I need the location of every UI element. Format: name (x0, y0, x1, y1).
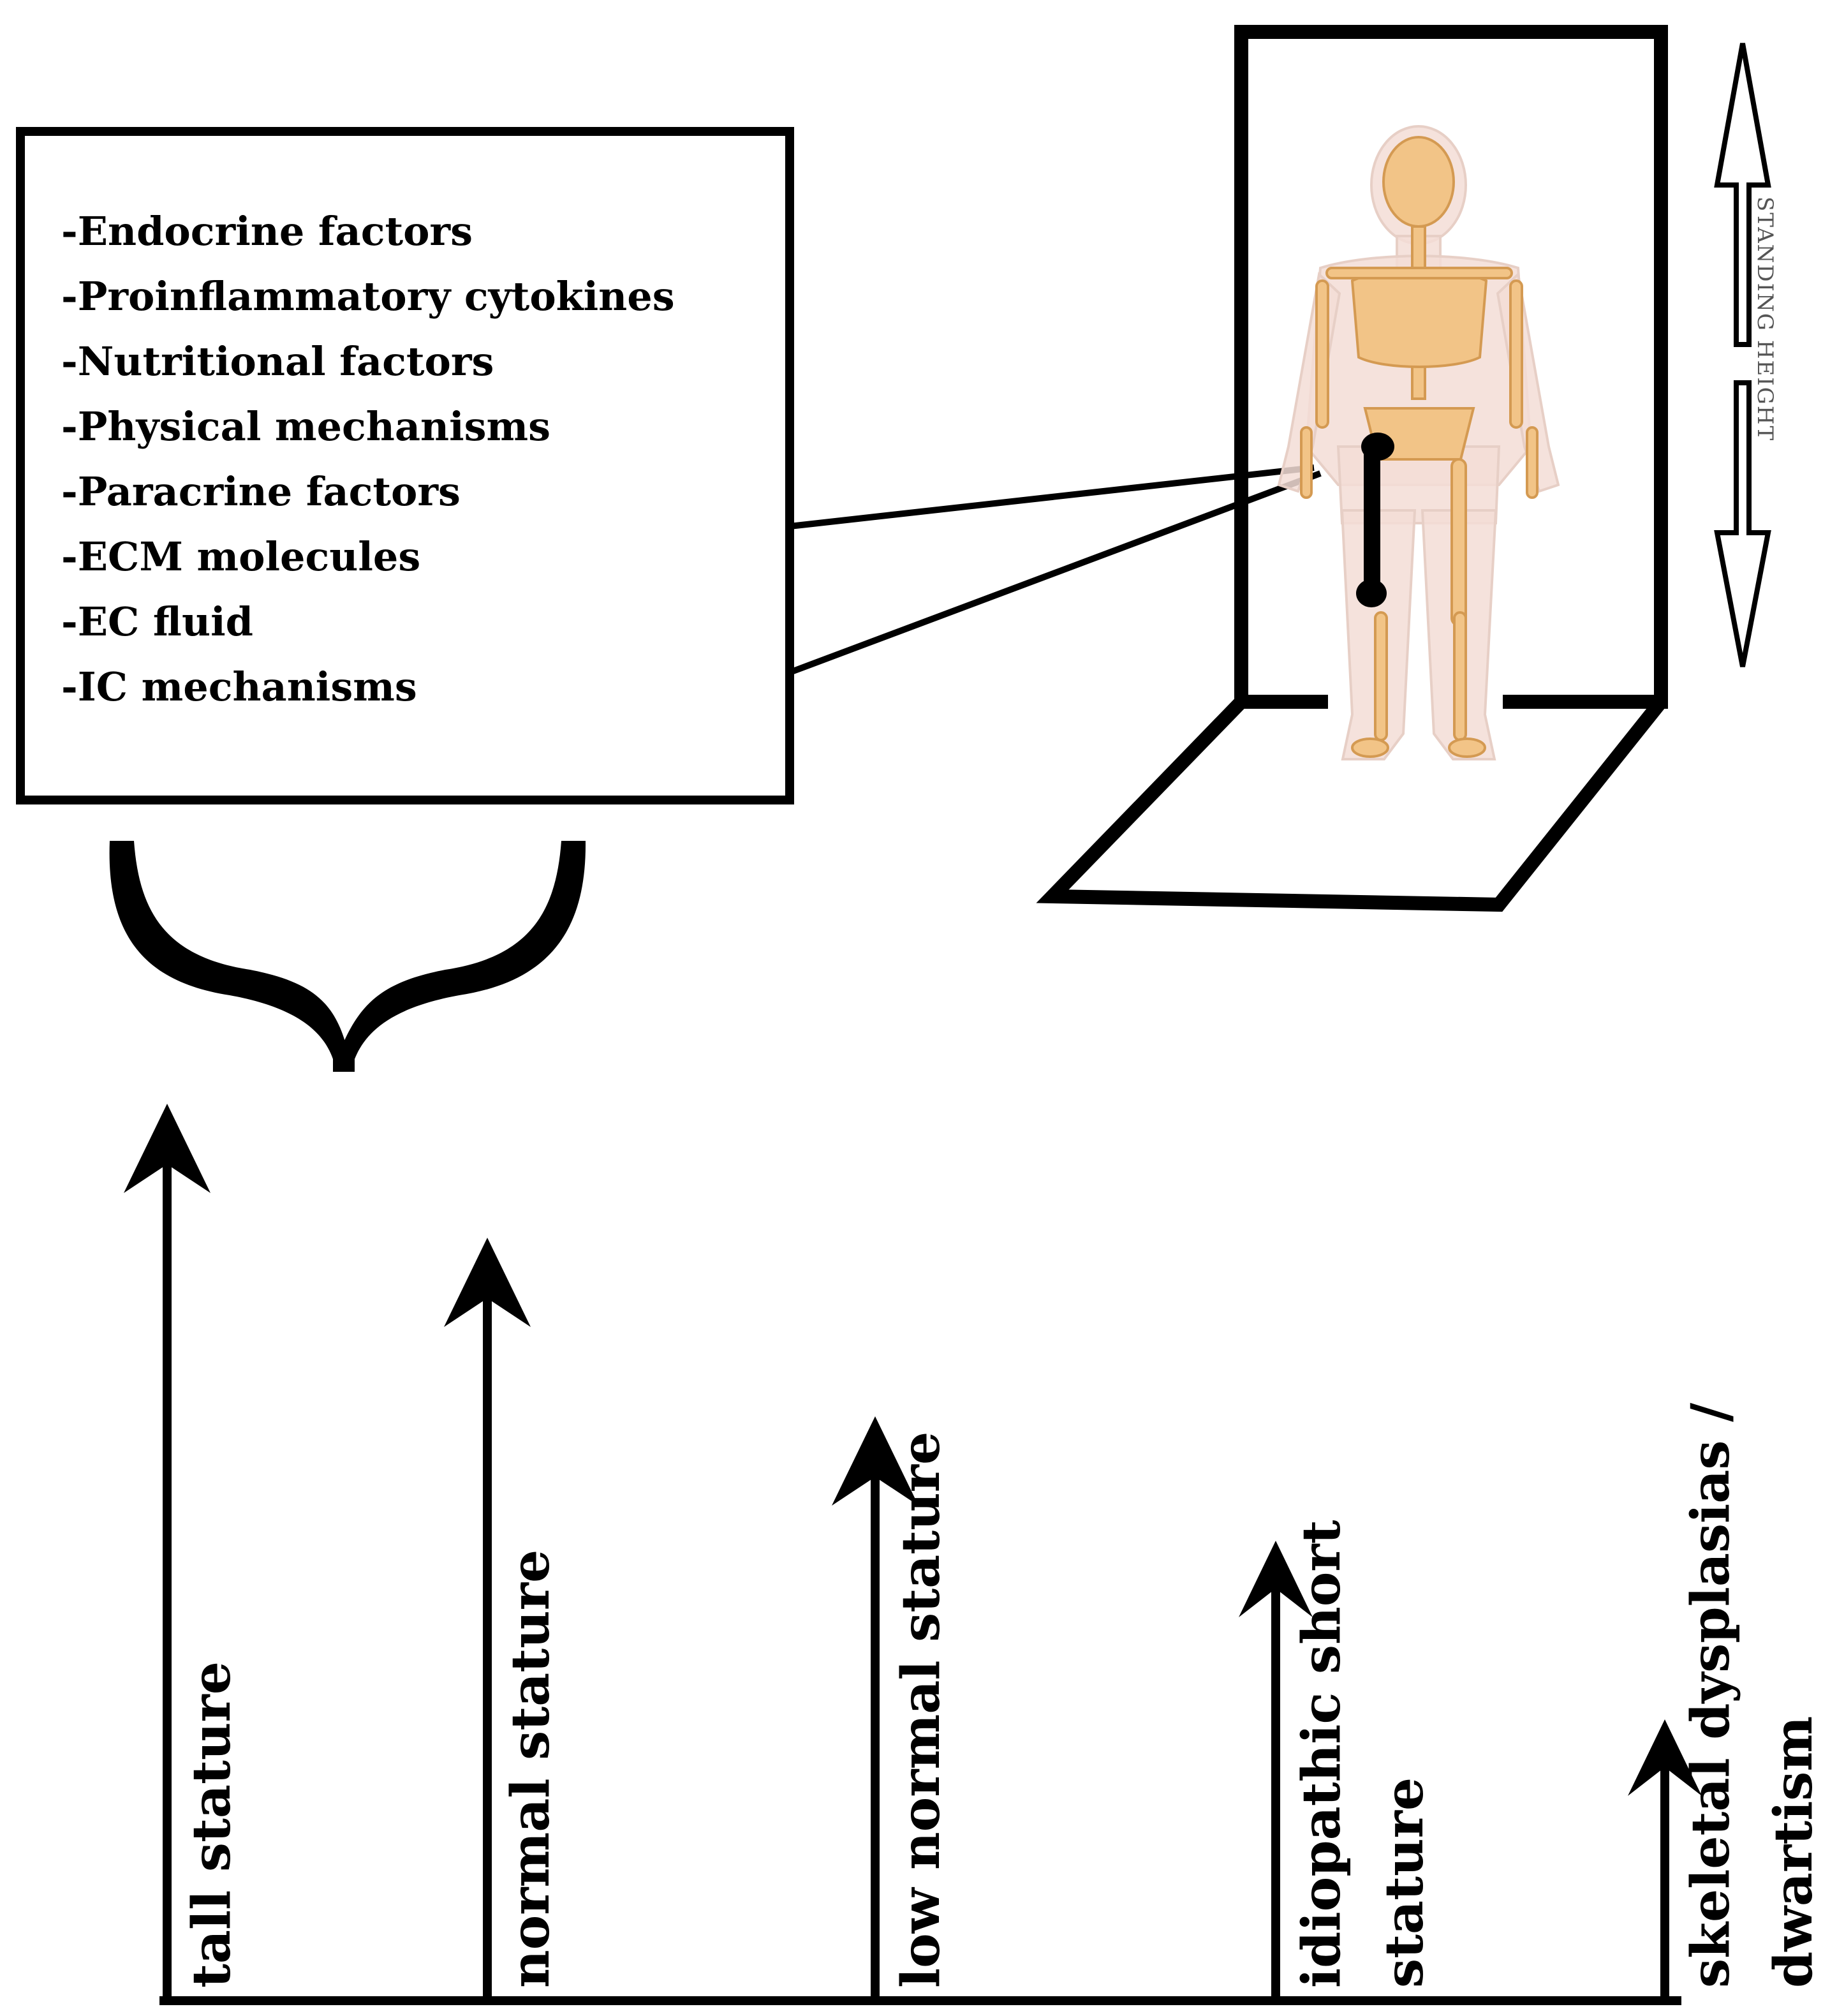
stature-label: skeletal dysplasias / (1680, 1403, 1741, 1988)
arrow-head-icon (444, 1238, 531, 1327)
stadiometer-platform (1036, 697, 1667, 912)
stature-label: normal stature (500, 1550, 561, 1988)
femur-right (1450, 458, 1467, 626)
ribcage (1350, 270, 1488, 368)
stature-arrows: tall stature normal stature low normal sta… (124, 1104, 1824, 2001)
arrow-head-icon (124, 1104, 210, 1193)
tibia-right (1453, 611, 1467, 741)
arrow-up-icon (1714, 43, 1771, 347)
stature-label: dwartism (1763, 1716, 1824, 1988)
factor-item: -Endocrine factors (61, 208, 473, 255)
arrow-head-icon (1628, 1719, 1702, 1796)
standing-height-label: STANDING HEIGHT (1752, 196, 1778, 441)
forearm-left (1300, 426, 1313, 499)
factor-item: -Proinflammatory cytokines (61, 273, 675, 320)
foot-right (1448, 737, 1486, 758)
factor-item: -IC mechanisms (61, 663, 417, 710)
skeleton-figure (1277, 125, 1560, 760)
factor-item: -Nutritional factors (61, 338, 494, 385)
stadiometer (1036, 25, 1668, 912)
stature-label: tall stature (181, 1661, 242, 1988)
clavicles (1325, 267, 1513, 279)
skull (1382, 136, 1455, 228)
factor-item: -EC fluid (61, 598, 253, 645)
foot-left (1351, 737, 1389, 758)
arrow-head-icon (1239, 1541, 1313, 1617)
factor-item: -Paracrine factors (61, 468, 461, 515)
bones (1300, 136, 1539, 758)
highlighted-femur (1356, 433, 1394, 607)
factor-item: -Physical mechanisms (61, 403, 550, 450)
callout-line-upper (789, 464, 1315, 530)
callout-lines (788, 464, 1322, 676)
factors-box-frame (16, 127, 794, 804)
forearm-right (1526, 426, 1539, 499)
factor-item: -ECM molecules (61, 533, 420, 580)
humerus-right (1509, 279, 1523, 429)
stature-label: stature (1374, 1777, 1435, 1988)
humerus-left (1315, 279, 1329, 429)
standing-height-arrow (1714, 43, 1771, 667)
arrow-down-icon (1714, 380, 1771, 667)
curly-brace (109, 841, 586, 1072)
factors-box: -Endocrine factors -Proinflammatory cyto… (16, 127, 794, 804)
stadiometer-frame (1234, 25, 1668, 709)
stature-label: low normal stature (890, 1432, 952, 1988)
stature-label: idiopathic short (1291, 1520, 1352, 1988)
tibia-left (1374, 611, 1388, 741)
arrow-head-icon (832, 1416, 919, 1506)
callout-line-lower (788, 470, 1322, 676)
